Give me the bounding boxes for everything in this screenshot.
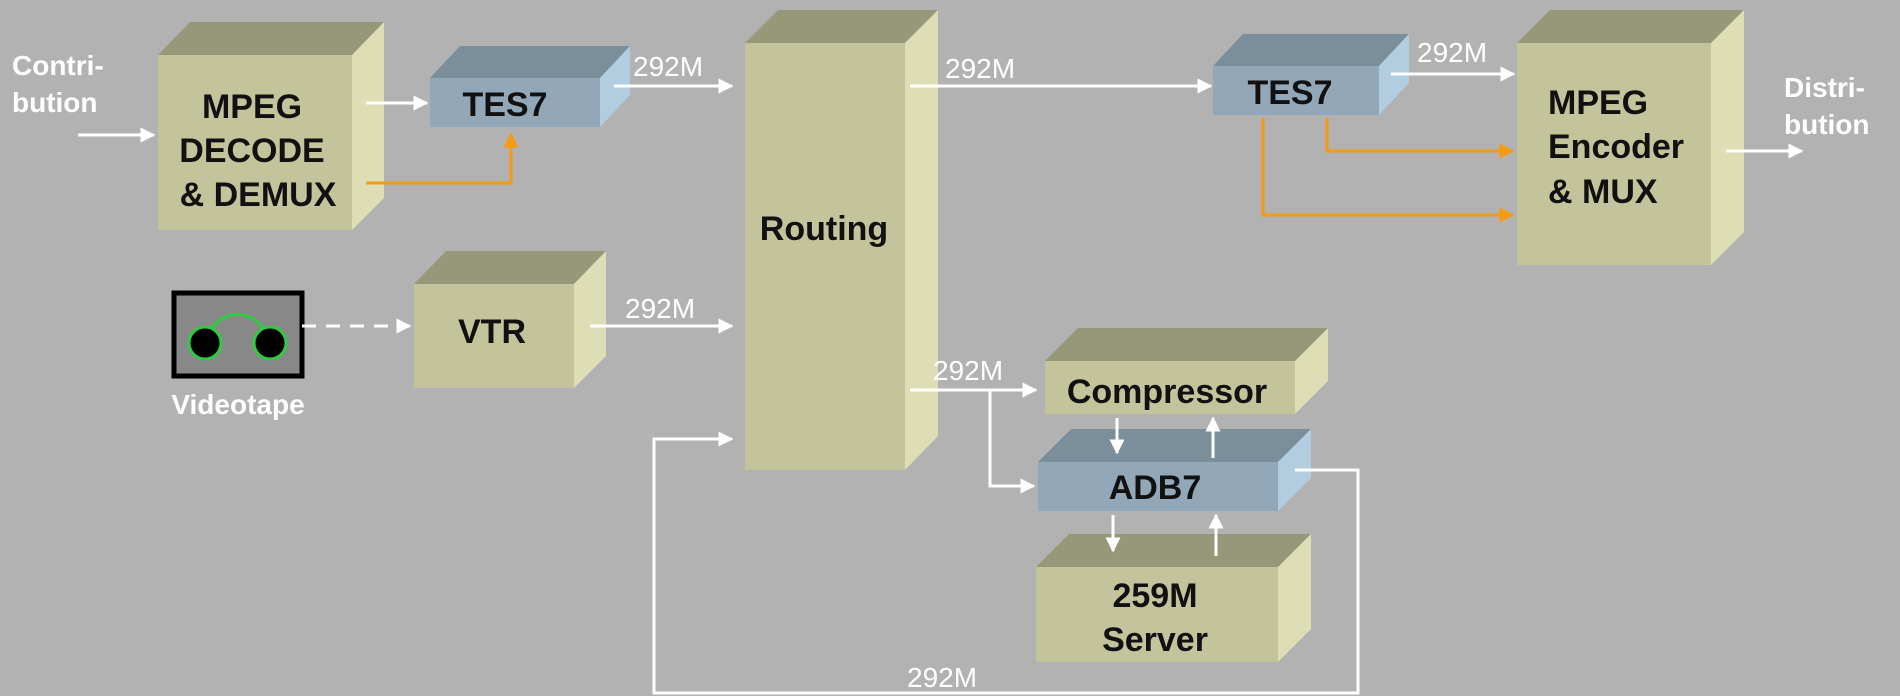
tes7-left-block: TES7: [430, 46, 630, 127]
vtr-block: VTR: [414, 251, 606, 388]
tes7-to-encoder-control-arrow-2: [1261, 118, 1515, 223]
routing-block: Routing: [745, 10, 938, 470]
decode-label-line2: DECODE: [179, 132, 324, 170]
encoder-label-line3: & MUX: [1548, 173, 1658, 211]
decode-label-line3: & DEMUX: [180, 176, 337, 214]
rate-label-tes7-to-encoder: 292M: [1417, 37, 1487, 68]
server-label-line1: 259M: [1112, 577, 1197, 615]
rate-label-routing-to-compressor: 292M: [933, 355, 1003, 386]
rate-label-vtr-to-routing: 292M: [625, 293, 695, 324]
mpeg-decode-demux-block: MPEG DECODE & DEMUX: [158, 22, 384, 230]
server-label-line2: Server: [1102, 621, 1208, 659]
compressor-label: Compressor: [1067, 373, 1267, 411]
mpeg-encoder-mux-block: MPEG Encoder & MUX: [1517, 10, 1744, 265]
tes7-right-label: TES7: [1247, 74, 1332, 112]
videotape-label: Videotape: [171, 389, 304, 420]
distribution-label-line1: Distri-: [1784, 72, 1865, 103]
adb7-loopback-to-routing-arrow: [652, 431, 1360, 695]
encoder-label-line1: MPEG: [1548, 84, 1648, 122]
adb7-block: ADB7: [1038, 429, 1311, 511]
259m-server-block: 259M Server: [1036, 534, 1311, 662]
tes7-to-encoder-control-arrow-1: [1325, 118, 1515, 159]
routing-label: Routing: [760, 210, 888, 248]
tes7-left-label: TES7: [462, 86, 547, 124]
routing-to-adb7-arrow: [988, 390, 1036, 494]
rate-label-tes7-to-routing: 292M: [633, 51, 703, 82]
decode-label-line1: MPEG: [202, 88, 302, 126]
tes7-right-block: TES7: [1213, 34, 1409, 115]
distribution-label-line2: bution: [1784, 109, 1870, 140]
adb7-label: ADB7: [1109, 469, 1202, 507]
rate-label-loopback: 292M: [907, 662, 977, 693]
vtr-label: VTR: [458, 313, 526, 351]
encoder-label-line2: Encoder: [1548, 128, 1684, 166]
contribution-label-line2: bution: [12, 87, 98, 118]
contribution-label-line1: Contri-: [12, 50, 104, 81]
compressor-block: Compressor: [1045, 328, 1328, 414]
rate-label-routing-to-tes7: 292M: [945, 53, 1015, 84]
decode-to-tes7-control-arrow: [366, 132, 519, 185]
videotape-icon: [171, 290, 305, 379]
